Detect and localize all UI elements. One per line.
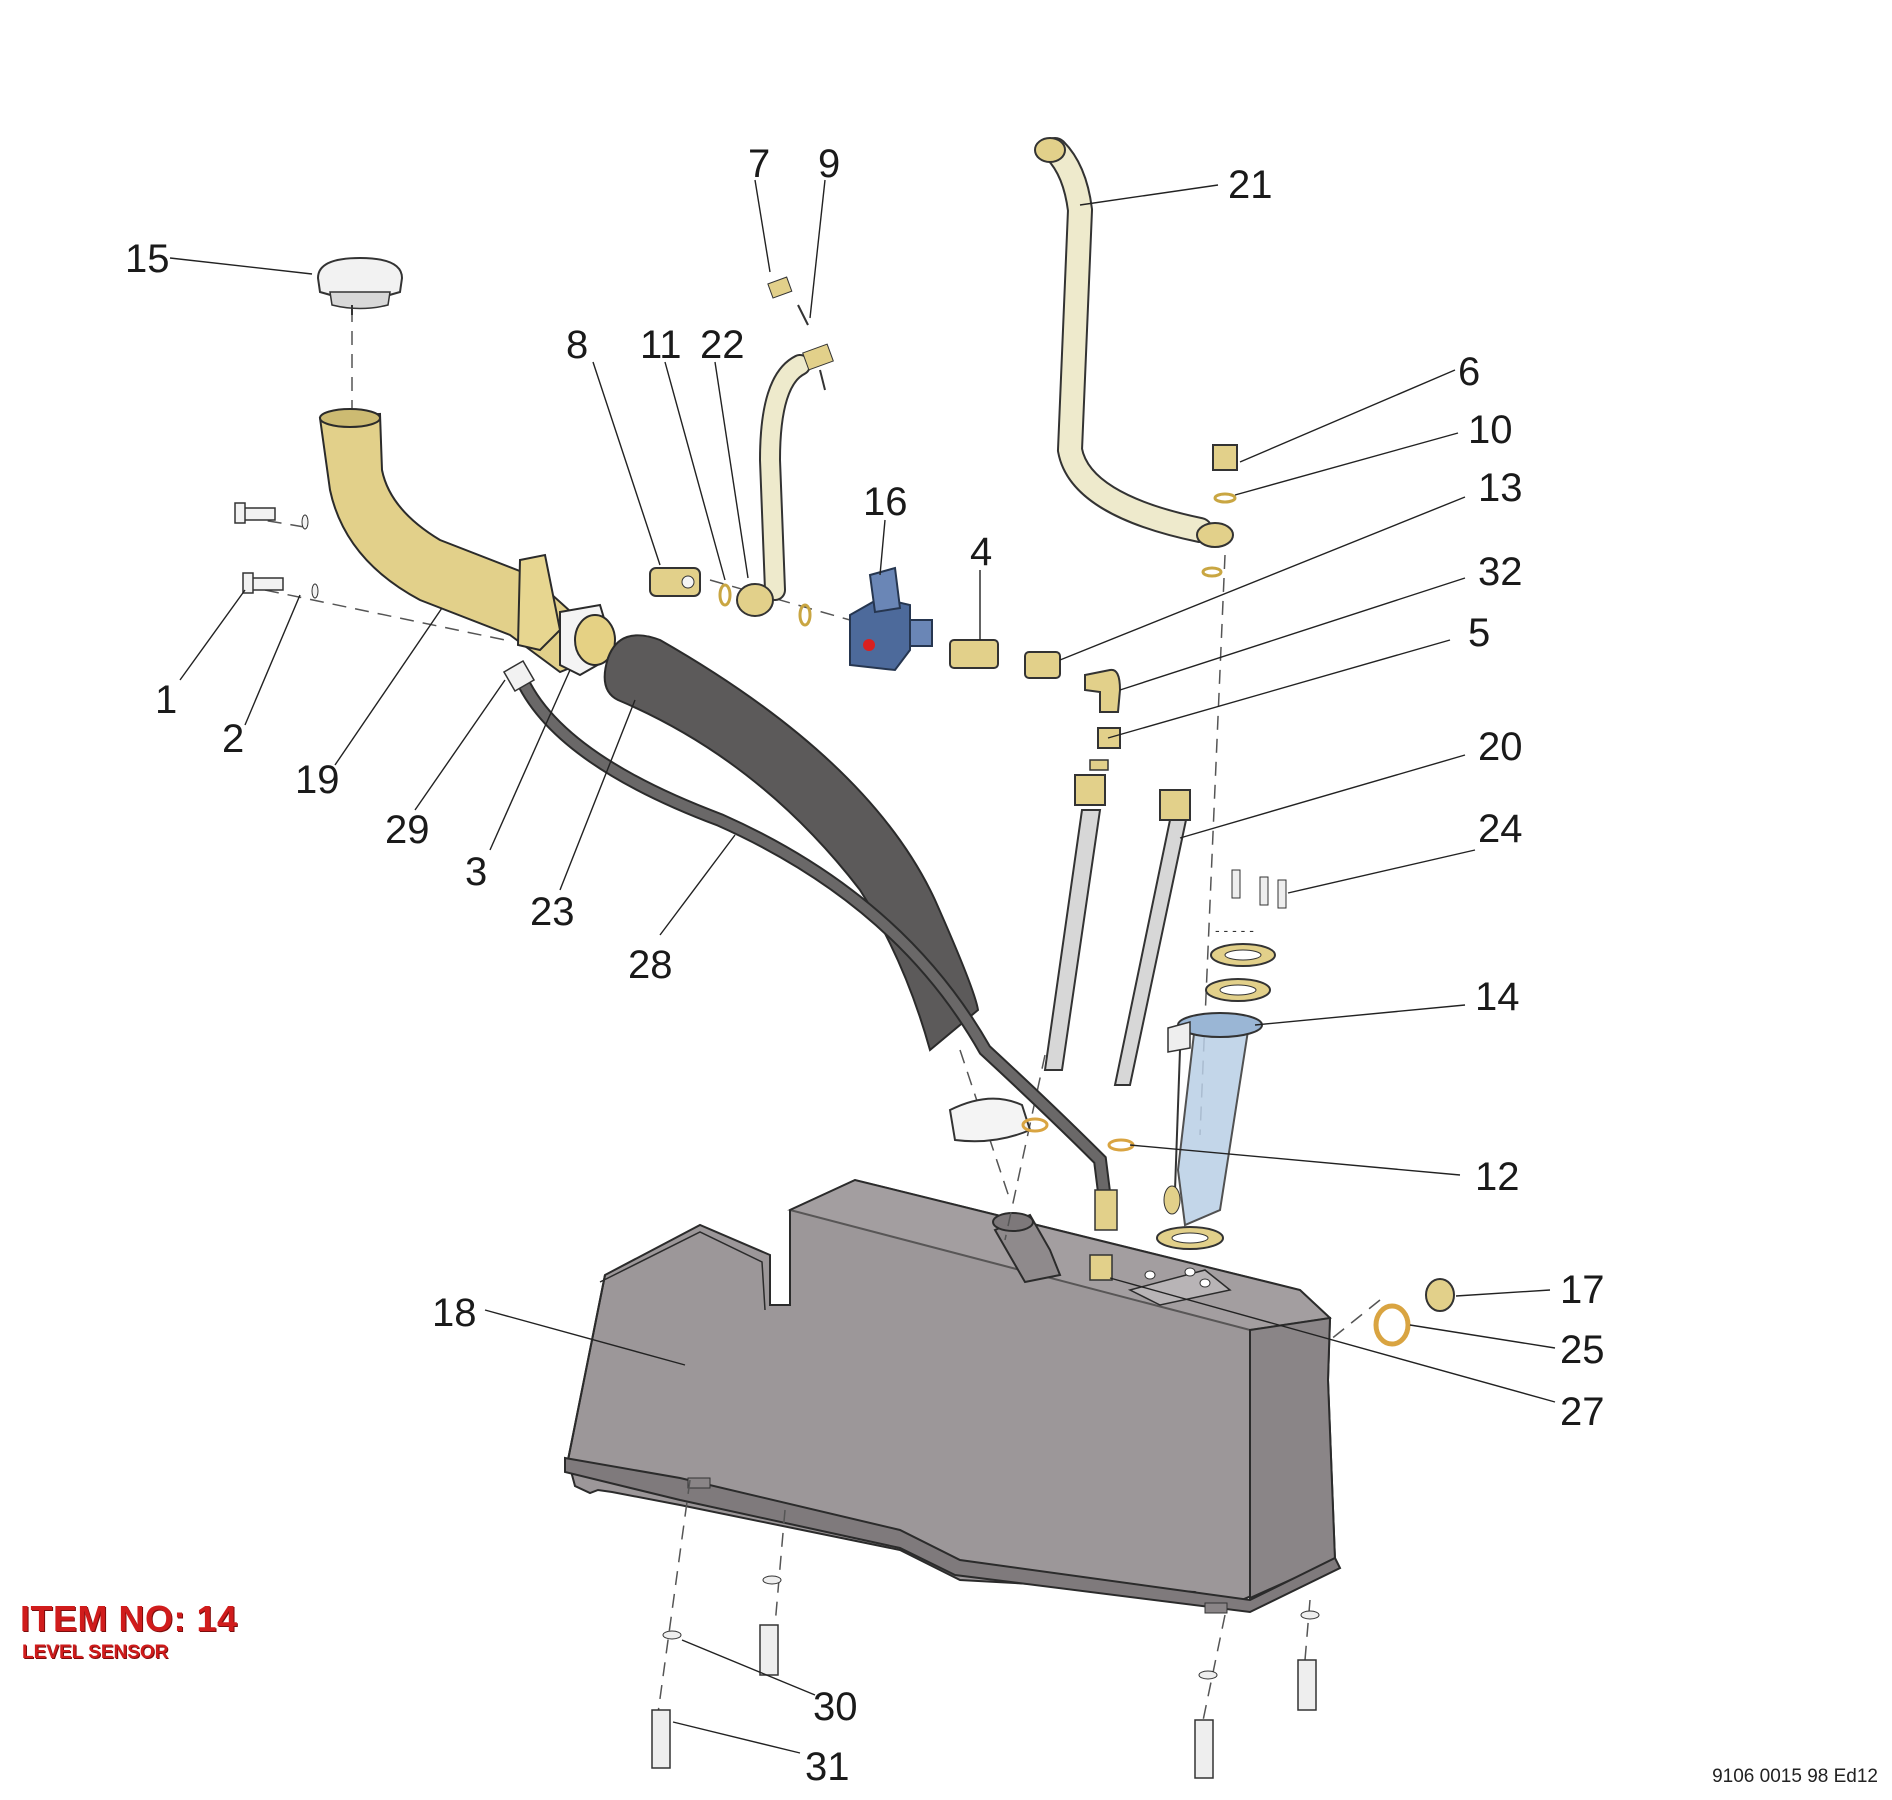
callout-7: 7 (748, 142, 770, 186)
callout-27: 27 (1560, 1390, 1605, 1434)
callout-9: 9 (818, 142, 840, 186)
shutoff-valve (849, 566, 933, 672)
callout-17: 17 (1560, 1268, 1605, 1312)
filler-pipe (318, 408, 617, 677)
callout-28: 28 (628, 943, 673, 987)
callout-12: 12 (1475, 1155, 1520, 1199)
large-hose (603, 634, 980, 1052)
callout-1: 1 (155, 678, 177, 722)
callout-14: 14 (1475, 975, 1520, 1019)
svg-text:- - - - -: - - - - - (1215, 922, 1254, 938)
feed-hose (1034, 137, 1238, 578)
callout-10: 10 (1468, 408, 1513, 452)
callout-16: 16 (863, 480, 908, 524)
callout-21: 21 (1228, 163, 1273, 207)
callout-19: 19 (295, 758, 340, 802)
drain-plug (1373, 1278, 1455, 1347)
callout-4: 4 (970, 530, 992, 574)
item-highlight-subtitle: LEVEL SENSOR (22, 1642, 169, 1663)
leader-lines (169, 179, 1556, 1754)
brass-fittings (949, 639, 1122, 771)
callout-6: 6 (1458, 350, 1480, 394)
callout-15: 15 (125, 237, 170, 281)
bottom-bolts (651, 1575, 1320, 1779)
callout-3: 3 (465, 850, 487, 894)
callout-11: 11 (640, 323, 682, 367)
small-return-hose (649, 276, 834, 627)
callout-5: 5 (1468, 611, 1490, 655)
callout-20: 20 (1478, 725, 1523, 769)
callout-25: 25 (1560, 1328, 1605, 1372)
callout-23: 23 (530, 890, 575, 934)
callout-32: 32 (1478, 550, 1523, 594)
callout-2: 2 (222, 717, 244, 761)
callout-13: 13 (1478, 466, 1523, 510)
filler-cap (316, 256, 404, 315)
fuel-tank (564, 1178, 1342, 1614)
callout-31: 31 (805, 1745, 850, 1789)
item-highlight-title: ITEM NO: 14 (20, 1598, 238, 1639)
document-number: 9106 0015 98 Ed12 (1712, 1766, 1878, 1787)
callout-labels: 15 7 9 8 11 22 16 4 21 6 10 13 32 5 20 2… (125, 142, 1605, 1789)
hose-clamp (948, 1097, 1049, 1143)
callout-30: 30 (813, 1685, 858, 1729)
callout-18: 18 (432, 1291, 477, 1335)
callout-24: 24 (1478, 807, 1523, 851)
callout-29: 29 (385, 808, 430, 852)
suction-tubes (1043, 774, 1191, 1152)
bolts-and-washers (234, 502, 319, 599)
callout-22: 22 (700, 323, 745, 367)
thin-hose (502, 659, 1118, 1281)
level-sensor: - - - - - (1156, 869, 1287, 1250)
callout-8: 8 (566, 323, 588, 367)
